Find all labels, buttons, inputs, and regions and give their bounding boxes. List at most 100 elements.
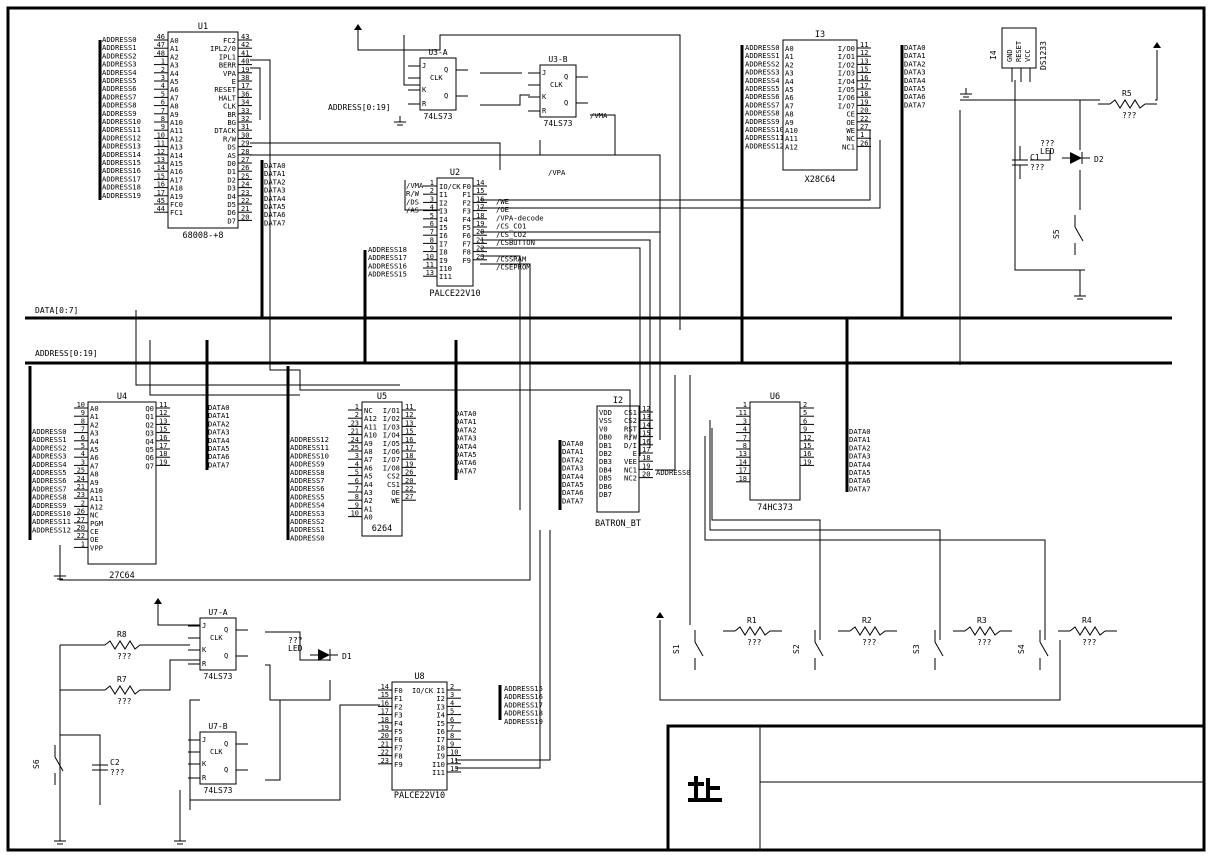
pin-num-u2-l1: 2: [430, 187, 434, 195]
u1-addr-net-14: ADDRESS14: [102, 150, 141, 159]
pin-num-u4-l7: 3: [81, 458, 85, 466]
pin-name-u4-l17: VPP: [90, 543, 103, 552]
chip-part-u6: 74HC373: [757, 503, 793, 513]
pin-name-i2-l5: DB2: [599, 449, 612, 458]
pin-num-u4-l16: 22: [77, 532, 85, 540]
resistor-value-r4: ???: [1082, 638, 1097, 647]
ff-pin-u3a-5: Q: [444, 92, 448, 100]
pin-name-i3-l4: A4: [785, 77, 794, 86]
chip-ref-u4: U4: [117, 392, 127, 402]
u6-data-net-3: DATA3: [849, 452, 871, 461]
u2-addr-net-2: ADDRESS16: [368, 261, 407, 270]
switch-ref-s4: S4: [1017, 644, 1026, 654]
chip-ref-u3a: U3-A: [428, 48, 447, 57]
pin-num-u6-l2: 3: [743, 417, 747, 425]
i3-data-net-4: DATA4: [904, 76, 926, 85]
pin-num-u1-r10: 32: [241, 115, 249, 123]
u5-data-net-2: DATA2: [455, 425, 477, 434]
i2-data-net-7: DATA7: [562, 496, 584, 505]
pin-name-i3-l9: A9: [785, 118, 794, 127]
pin-name-u2-r9: F9: [462, 256, 471, 265]
u4-addr-net-9: ADDRESS9: [32, 501, 67, 510]
pin-name-u4-l2: A2: [90, 420, 99, 429]
pin-name-u1-l21: FC1: [170, 208, 183, 217]
pin-num-u1-r15: 27: [241, 156, 249, 164]
u5-data-net-1: DATA1: [455, 417, 477, 426]
led-ref-d1: D1: [342, 652, 352, 661]
ff-pin-u7a-4: Q: [224, 626, 228, 634]
i3-data-net-6: DATA6: [904, 92, 926, 101]
ff-pin-u7b-5: Q: [224, 766, 228, 774]
chip-body-u8: [391, 681, 448, 791]
pin-num-u2-l11: 13: [426, 269, 434, 277]
u6-data-net-1: DATA1: [849, 435, 871, 444]
pin-name-u2-r2: F2: [462, 198, 471, 207]
i2-data-net-0: DATA0: [562, 439, 584, 448]
pin-num-u5-l2: 23: [351, 419, 359, 427]
pin-name-u1-r0: FC2: [223, 36, 236, 45]
pin-name-u5-l13: A0: [364, 513, 373, 522]
pin-name-u1-r4: VPA: [223, 69, 237, 78]
u2-addr-net-1: ADDRESS17: [368, 253, 407, 262]
u1-addr-net-2: ADDRESS2: [102, 51, 137, 60]
pin-num-u1-r19: 23: [241, 189, 249, 197]
pin-num-u5-l13: 10: [351, 510, 359, 518]
u8-top-pin: IO/CK: [412, 687, 434, 695]
pin-name-u1-r21: D6: [227, 208, 236, 217]
pin-name-u8-r8: I9: [436, 752, 445, 761]
ff-pin-u3a-3: R: [422, 100, 427, 108]
pin-num-u8-l1: 15: [381, 691, 389, 699]
pin-name-u4-l1: A1: [90, 412, 99, 421]
pin-num-u8-l8: 22: [381, 749, 389, 757]
pin-name-i2-r7: NC1: [624, 465, 637, 474]
chip-u8: [391, 681, 448, 791]
chip-part-u5: 6264: [372, 524, 392, 534]
pin-name-u5-l7: A6: [364, 463, 373, 472]
pin-name-u1-l19: A19: [170, 192, 183, 201]
pin-num-u5-r0: 11: [405, 403, 413, 411]
pin-name-u2-r1: F1: [462, 190, 471, 199]
u1-addr-net-11: ADDRESS11: [102, 125, 141, 134]
pin-num-u5-r10: 22: [405, 485, 413, 493]
pin-name-u8-r3: I4: [436, 711, 445, 720]
u5-addr-net-2: ADDRESS10: [290, 451, 329, 460]
i3-addr-net-5: ADDRESS5: [745, 84, 780, 93]
pin-name-u2-l7: I7: [439, 239, 448, 248]
pin-name-u1-l18: A18: [170, 184, 183, 193]
pin-num-u5-l6: 3: [355, 452, 359, 460]
u2-addr-net-3: ADDRESS15: [368, 270, 407, 279]
capacitor-ref-c2: C2: [110, 758, 120, 767]
pin-name-i2-l4: DB1: [599, 441, 612, 450]
pin-name-i3-l6: A6: [785, 93, 794, 102]
resistor-ref-r3: R3: [977, 616, 987, 625]
pin-name-u4-l5: A5: [90, 445, 99, 454]
chip-u4: [87, 401, 157, 565]
pin-num-u5-r6: 18: [405, 452, 413, 460]
pin-num-u1-r18: 24: [241, 181, 249, 189]
pin-name-i3-l5: A5: [785, 85, 794, 94]
i3-addr-net-2: ADDRESS2: [745, 59, 780, 68]
u6-data-net-7: DATA7: [849, 484, 871, 493]
pin-name-u2-r7: F7: [462, 239, 471, 248]
chip-ref-u2: U2: [450, 168, 460, 178]
pin-num-u1-r21: 21: [241, 205, 249, 213]
pin-name-u1-l12: A12: [170, 134, 183, 143]
pin-name-i3-l0: A0: [785, 44, 794, 53]
i2-data-net-2: DATA2: [562, 455, 584, 464]
u2-out-net-2: /VPA-decode: [496, 213, 544, 222]
switch-ref-s5: S5: [1052, 229, 1061, 239]
pin-num-u1-r16: 26: [241, 164, 249, 172]
pin-name-u8-l9: F9: [394, 760, 403, 769]
pin-name-u4-r5: Q5: [145, 445, 154, 454]
pin-name-i3-l7: A7: [785, 101, 794, 110]
pin-num-u1-l8: 6: [161, 99, 165, 107]
i3-data-net-7: DATA7: [904, 100, 926, 109]
ff-pin-u7b-2: K: [202, 760, 207, 768]
pin-num-u1-l21: 44: [157, 205, 165, 213]
pin-num-u8-r3: 5: [450, 708, 454, 716]
pin-num-u5-r9: 20: [405, 477, 413, 485]
pin-name-u4-l12: A12: [90, 502, 103, 511]
u5-data-net-3: DATA3: [455, 434, 477, 443]
u1-addr-net-15: ADDRESS15: [102, 158, 141, 167]
u6-data-net-6: DATA6: [849, 476, 871, 485]
